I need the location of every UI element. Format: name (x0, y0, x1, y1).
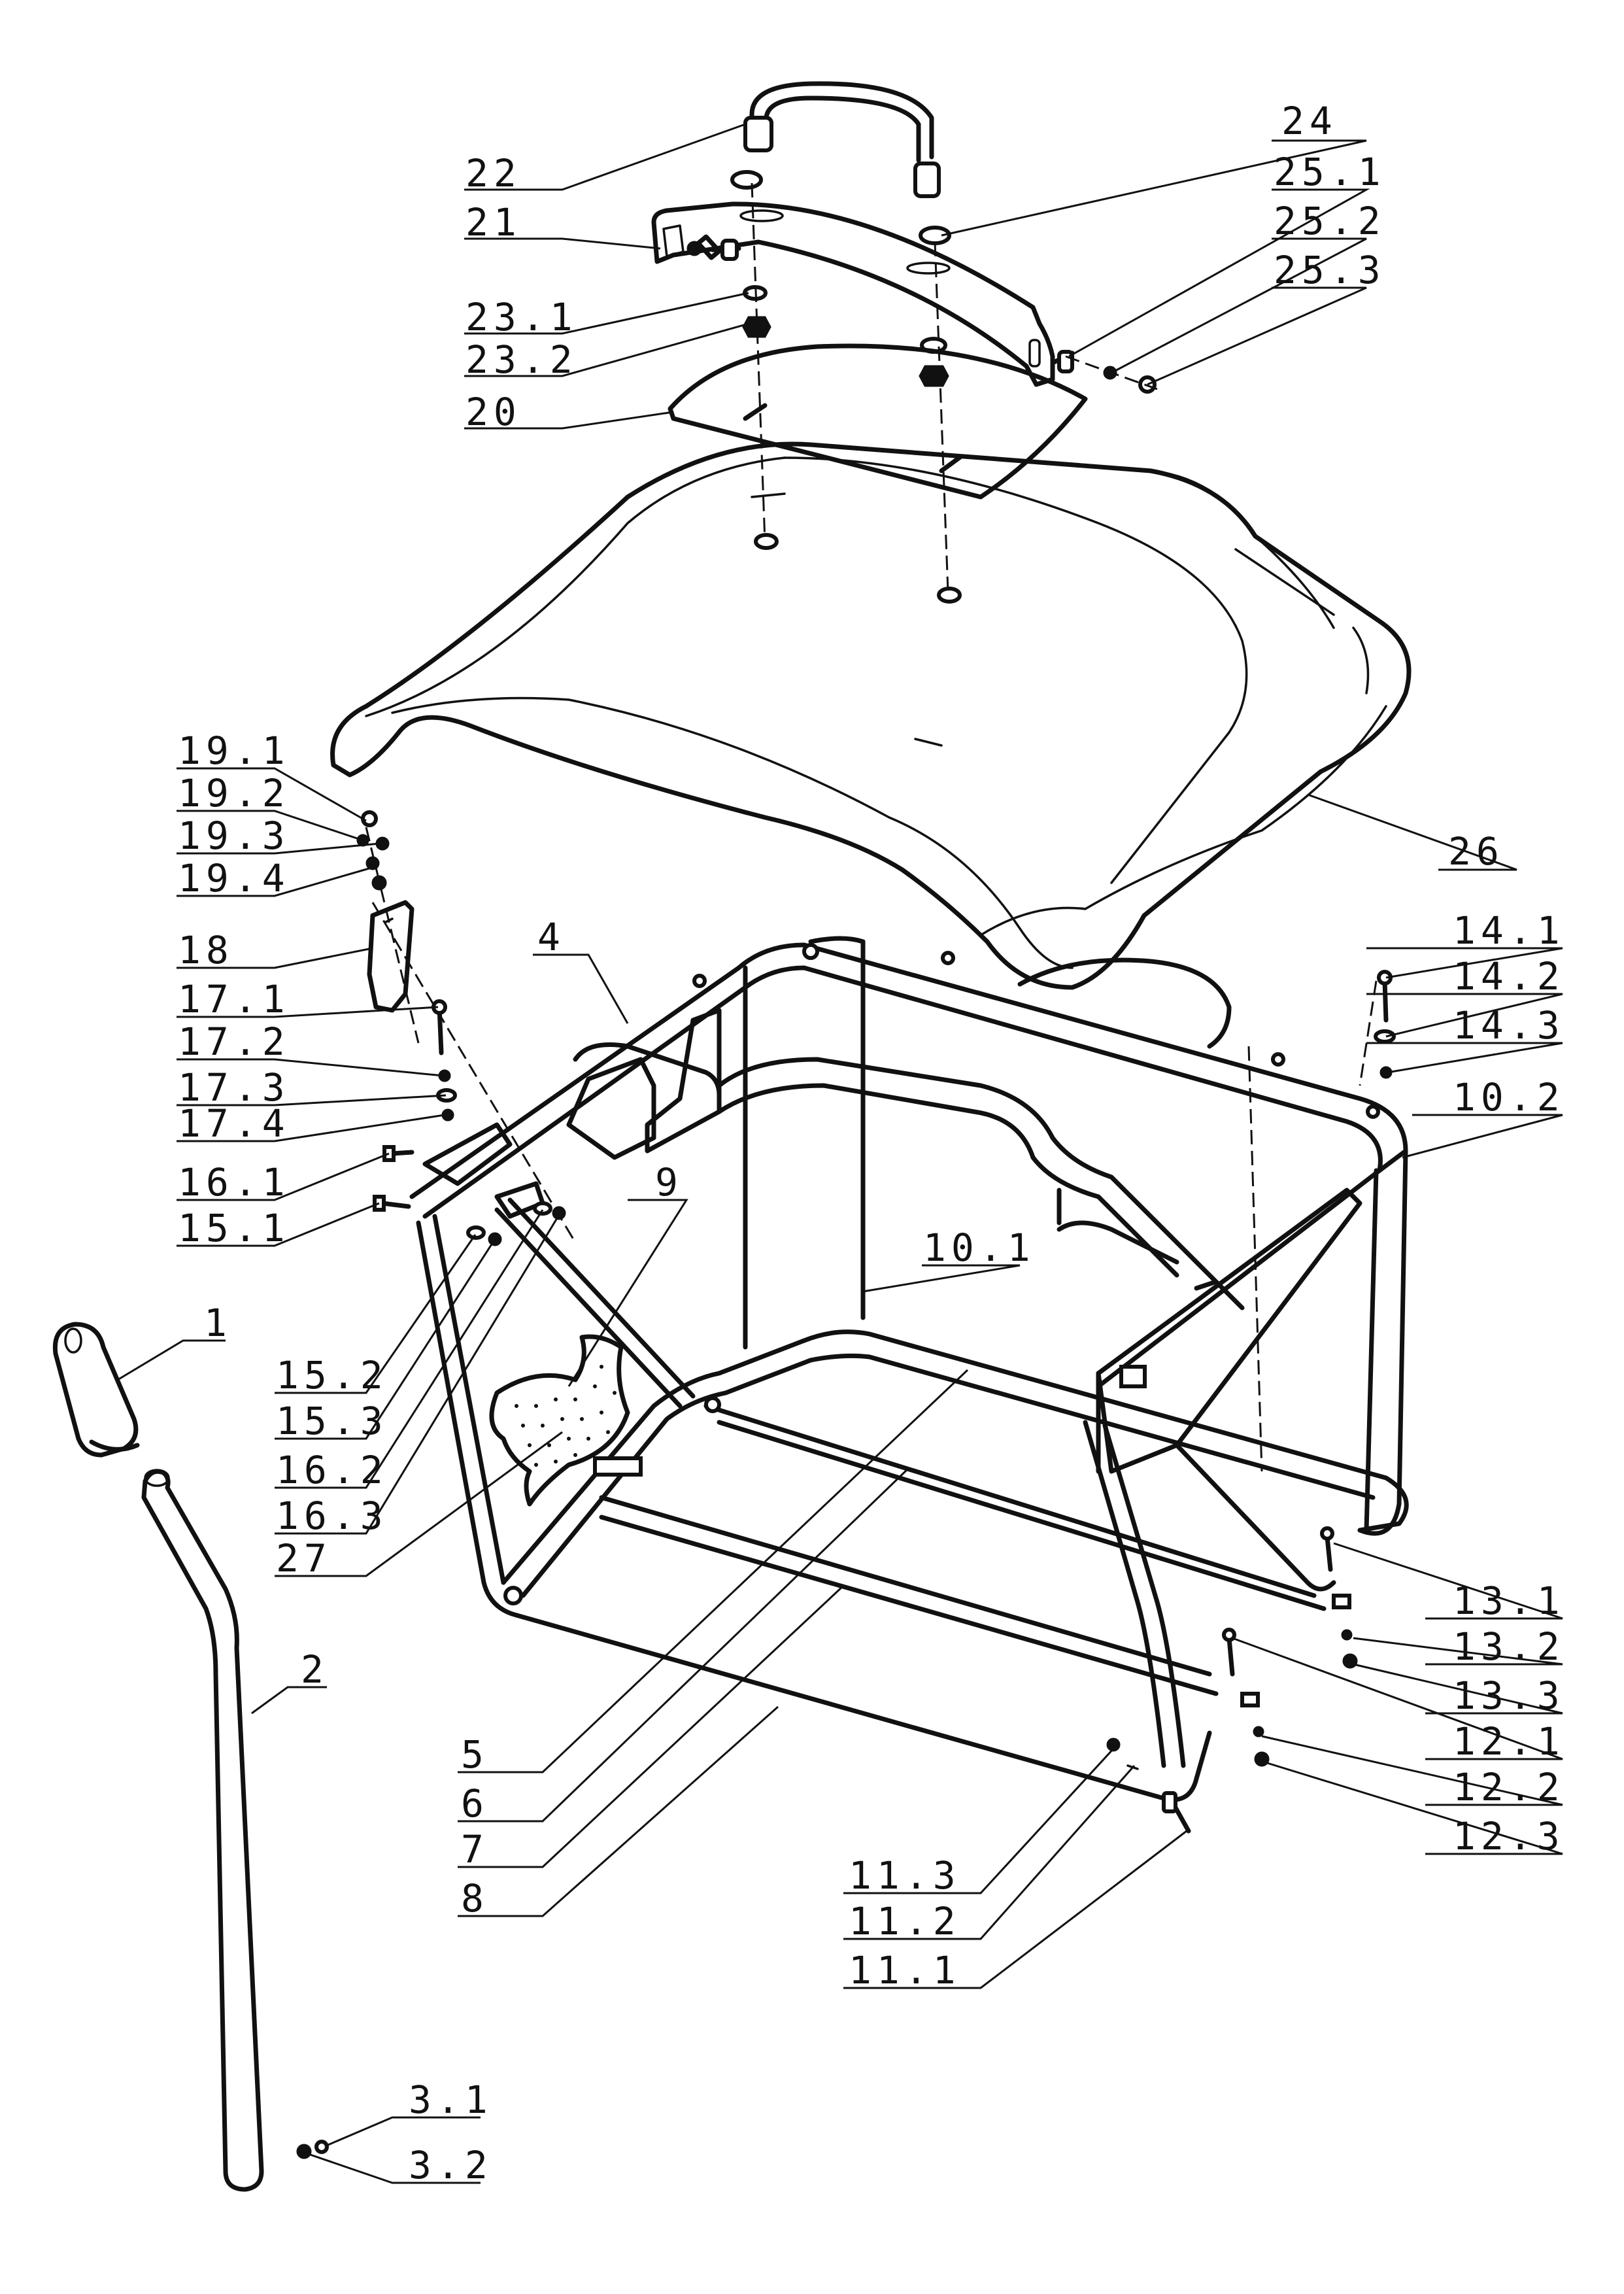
hardware-12-13 (1222, 1526, 1358, 1767)
callout-19-1: 19.1 (178, 728, 290, 773)
callout-24: 24 (1281, 99, 1338, 143)
callout-27: 27 (276, 1536, 332, 1581)
callout-9: 9 (655, 1160, 683, 1205)
callout-10-2: 10.2 (1453, 1075, 1565, 1120)
callout-25-3: 25.3 (1274, 248, 1386, 292)
side-bracket-18-19 (356, 810, 457, 1121)
callout-16-3: 16.3 (276, 1494, 388, 1538)
callout-7: 7 (461, 1827, 489, 1872)
callout-26: 26 (1448, 829, 1504, 874)
callout-18: 18 (178, 928, 234, 972)
callout-21: 21 (465, 200, 522, 245)
callout-12-3: 12.3 (1453, 1814, 1565, 1858)
callout-17-3: 17.3 (178, 1065, 290, 1110)
callout-17-1: 17.1 (178, 977, 290, 1021)
cover-part-26 (330, 441, 1412, 1049)
callout-2: 2 (301, 1647, 329, 1692)
tube-part-2 (141, 1469, 329, 2192)
callout-11-2: 11.2 (849, 1899, 961, 1943)
callout-6: 6 (461, 1781, 489, 1826)
callout-19-3: 19.3 (178, 813, 290, 858)
callout-14-2: 14.2 (1453, 954, 1565, 999)
mesh-dots-27 (515, 1365, 617, 1467)
callout-17-2: 17.2 (178, 1019, 290, 1064)
callout-14-3: 14.3 (1453, 1003, 1565, 1048)
callout-14-1: 14.1 (1453, 908, 1565, 953)
callout-25-1: 25.1 (1274, 150, 1386, 194)
callout-1: 1 (204, 1301, 232, 1345)
callout-25-2: 25.2 (1274, 199, 1386, 243)
callout-12-1: 12.1 (1453, 1719, 1565, 1764)
callout-19-2: 19.2 (178, 771, 290, 815)
callout-5: 5 (461, 1732, 489, 1777)
callout-11-1: 11.1 (849, 1948, 961, 1993)
bracket-part-21 (651, 201, 1157, 394)
leader-lines (117, 123, 1563, 2184)
callout-22: 22 (465, 151, 522, 196)
callout-16-2: 16.2 (276, 1448, 388, 1492)
callout-17-4: 17.4 (178, 1101, 290, 1146)
callout-12-2: 12.2 (1453, 1765, 1565, 1809)
callout-labels: 22 21 23.1 23.2 20 24 25.1 25.2 25.3 26 … (178, 99, 1565, 2187)
plate-part-20 (668, 343, 1088, 500)
callout-19-4: 19.4 (178, 856, 290, 900)
callout-8: 8 (461, 1876, 489, 1921)
hardware-11 (1106, 1738, 1191, 1834)
callout-3-2: 3.2 (409, 2143, 493, 2187)
callout-23-1: 23.1 (465, 295, 578, 339)
callout-13-2: 13.2 (1453, 1624, 1565, 1669)
callout-15-2: 15.2 (276, 1353, 388, 1397)
handle-part-22 (743, 81, 941, 198)
callout-20: 20 (465, 390, 522, 434)
main-frame (409, 936, 1409, 1802)
callout-13-3: 13.3 (1453, 1673, 1565, 1718)
callout-3-1: 3.1 (409, 2078, 493, 2122)
callout-4: 4 (537, 915, 566, 959)
callout-15-1: 15.1 (178, 1206, 290, 1250)
callout-10-1: 10.1 (923, 1225, 1036, 1270)
callout-11-3: 11.3 (849, 1853, 961, 1898)
callout-23-2: 23.2 (465, 337, 578, 382)
callout-16-1: 16.1 (178, 1160, 290, 1205)
grip-part-1 (52, 1322, 140, 1458)
callout-15-3: 15.3 (276, 1399, 388, 1443)
callout-13-1: 13.1 (1453, 1579, 1565, 1623)
hardware-14 (1374, 970, 1396, 1079)
